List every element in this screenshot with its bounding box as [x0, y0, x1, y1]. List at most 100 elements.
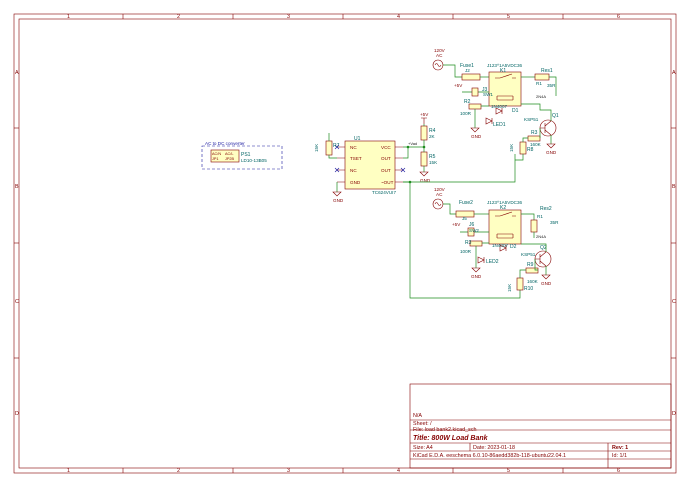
schematic-title: Title: 800W Load Bank [413, 435, 489, 442]
bottom-r8-ref: R10 [524, 286, 533, 292]
top-q-gnd-label: GND [546, 150, 557, 155]
border-number: 2 [177, 14, 180, 20]
top-led-label: LED1 [493, 122, 506, 128]
top-r3-ref: R3 [531, 130, 538, 136]
u1-pin-right: ~OUT [381, 180, 394, 185]
border-number: 5 [507, 14, 510, 20]
load-resistor-res2 [530, 219, 538, 233]
file-name: File: load bank2.kicad_sch [413, 427, 477, 433]
bottom-diode-value: 1N4007 [492, 243, 509, 248]
border-number: 5 [507, 468, 510, 474]
top-fuse-ref: J2 [465, 68, 470, 73]
bottom-q-gnd-label: GND [541, 281, 552, 286]
u1-pin-left: TSET [350, 156, 362, 161]
switch-sw1 [471, 87, 479, 97]
ground-symbol: GND [332, 191, 344, 203]
resistor-r9 [525, 267, 539, 274]
top-load-label: Res1 [541, 68, 553, 74]
border-number: 6 [617, 14, 620, 20]
bottom-switch-label: SW2 [469, 228, 479, 233]
u1-pin-right: OUT [381, 156, 391, 161]
converter-pin: AC/N [212, 152, 221, 156]
relay-k2 [488, 209, 522, 245]
border-number: 2 [177, 468, 180, 474]
border-letter: C [672, 299, 676, 305]
border-letter: B [672, 184, 676, 190]
top-relay-ref: K1 [500, 68, 506, 74]
channel-top: 120V AC Fuse1 J2 J123^1A5VDC36 K1 Res1 R… [432, 48, 559, 161]
top-fuse-label: Fuse1 [460, 63, 474, 69]
top-switch-ref: J3 [482, 87, 488, 93]
converter-ref: PS1 [241, 152, 251, 158]
border-letter: A [15, 70, 19, 76]
bottom-load-value: 35R [550, 220, 559, 225]
bottom-led-label: LED2 [486, 259, 499, 265]
ground-symbol: GND [419, 171, 431, 183]
border-letter: B [15, 184, 19, 190]
relay-k1 [488, 71, 522, 107]
top-relay-part: J123^1A5VDC36 [487, 63, 523, 68]
diode-d1 [495, 107, 503, 115]
top-fan-label: 2N4A [536, 94, 546, 99]
border-letter: D [672, 411, 676, 417]
u1-pin-left: NC [350, 168, 357, 173]
border-letter: D [15, 411, 19, 417]
bottom-fuse-ref: J5 [462, 216, 467, 221]
r5-ref: R5 [429, 154, 436, 160]
ground-symbol: GND [541, 274, 552, 286]
converter-pin: JP2B [225, 157, 235, 161]
bottom-fuse-label: Fuse2 [459, 200, 473, 206]
switch-sw2 [467, 227, 475, 237]
bottom-switch-ref: J6 [469, 222, 475, 228]
bottom-plus5v: +5V [452, 222, 461, 227]
top-r8-ref: R8 [527, 147, 534, 153]
sheet-frame [13, 13, 677, 474]
top-mains-label: 120V [434, 48, 446, 53]
converter-title: AC to DC converter [205, 141, 245, 146]
top-gnd-label: GND [471, 134, 482, 139]
resistor-r6 [527, 135, 541, 142]
vad-net-label: +Vad [408, 141, 417, 146]
bottom-transistor-ref: Q2 [540, 245, 547, 251]
sheet-date: Date: 2023-01-18 [473, 445, 515, 451]
bottom-gnd-label: GND [471, 274, 482, 279]
diode-d2 [499, 244, 507, 252]
bottom-mains-sub: AC [436, 192, 443, 197]
r4-value: 2K [429, 134, 436, 139]
bottom-mains-label: 120V [434, 187, 446, 192]
led-icon [485, 117, 493, 125]
border-numbers: 1 2 3 4 5 6 1 2 3 4 5 6 A B C D A B C D [15, 14, 676, 474]
fuse-1 [461, 73, 481, 81]
revision: Rev: 1 [612, 445, 628, 451]
bottom-r2-ref: R3 [465, 240, 472, 246]
top-r8-value: 15K [509, 143, 514, 152]
resistor-r7: R7 15K [314, 140, 340, 156]
tool-version: KiCad E.D.A. eeschema 6.0.10-86aedd382b-… [413, 453, 566, 459]
top-diode-ref: D1 [512, 108, 519, 114]
border-letter: C [15, 299, 19, 305]
ground-symbol: GND [546, 143, 557, 155]
resistor-r5 [420, 151, 428, 167]
border-number: 4 [397, 14, 400, 20]
border-number: 1 [67, 468, 70, 474]
top-plus5v: +5V [454, 83, 463, 88]
border-number: 3 [287, 468, 290, 474]
company-name: N/A [413, 413, 422, 419]
load-resistor-res1 [534, 73, 550, 81]
resistor-r3 [469, 240, 483, 247]
border-number: 3 [287, 14, 290, 20]
channel-bottom: 120V AC Fuse2 J5 J123^1A5VDC36 K2 Res2 R… [432, 187, 559, 292]
bottom-load-label: Res2 [540, 206, 552, 212]
bottom-relay-ref: K2 [500, 205, 506, 211]
resistor-r8 [519, 141, 527, 155]
bottom-diode-ref: D2 [510, 244, 517, 250]
sheet-path: Sheet: / [413, 421, 432, 427]
top-r3-value: 160K [530, 142, 542, 147]
led-icon [477, 256, 485, 264]
sheet-id: Id: 1/1 [612, 453, 627, 459]
top-diode-value: 1N4007 [491, 104, 508, 109]
bottom-r3-value: 160K [527, 279, 539, 284]
top-load-ref: R1 [536, 81, 542, 86]
bottom-fan-label: 2N4A [536, 234, 546, 239]
